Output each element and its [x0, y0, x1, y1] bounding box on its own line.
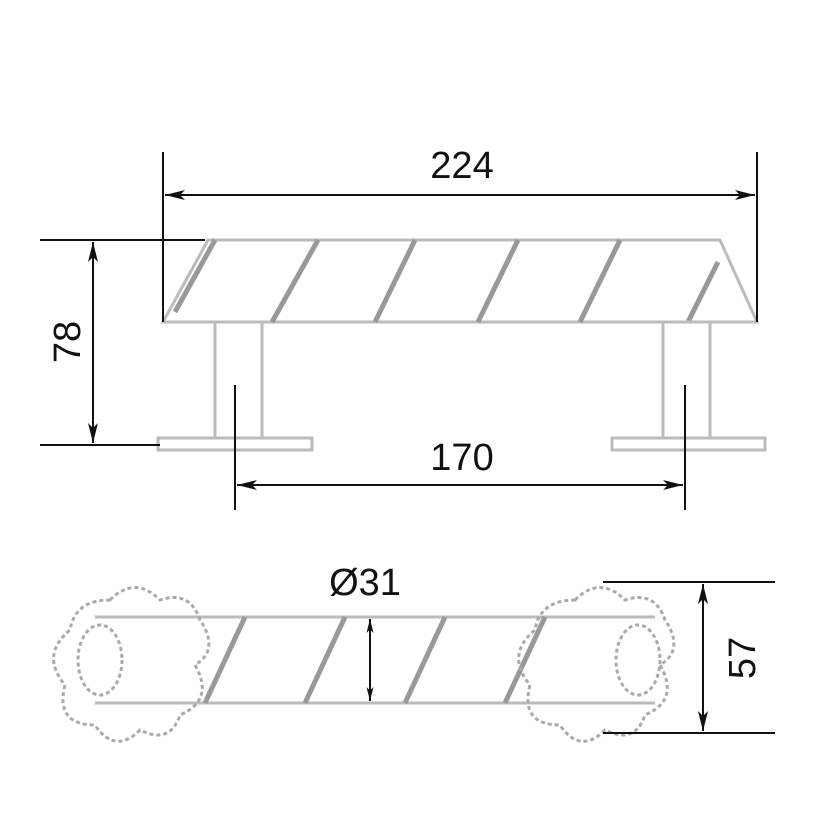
- right-base-plate: [517, 586, 676, 743]
- dimension-57: 57: [603, 581, 775, 734]
- right-leg: [610, 320, 767, 452]
- dimension-label-57: 57: [722, 637, 764, 679]
- dimension-label-170: 170: [430, 437, 493, 479]
- left-base-plate: [52, 586, 211, 743]
- side-view: 224 78 170: [40, 145, 767, 510]
- dimension-224: 224: [162, 145, 758, 322]
- spiral-guard-side: [160, 238, 760, 324]
- top-view: Ø31 57: [52, 562, 775, 743]
- dimension-78: 78: [40, 239, 205, 446]
- dimension-label-78: 78: [47, 321, 89, 363]
- dimension-label-224: 224: [430, 145, 493, 187]
- dimension-170: 170: [234, 385, 686, 510]
- dimension-diameter-31: Ø31: [329, 562, 401, 701]
- spiral-guard-top: [95, 615, 655, 705]
- dimension-label-diameter: Ø31: [329, 562, 401, 604]
